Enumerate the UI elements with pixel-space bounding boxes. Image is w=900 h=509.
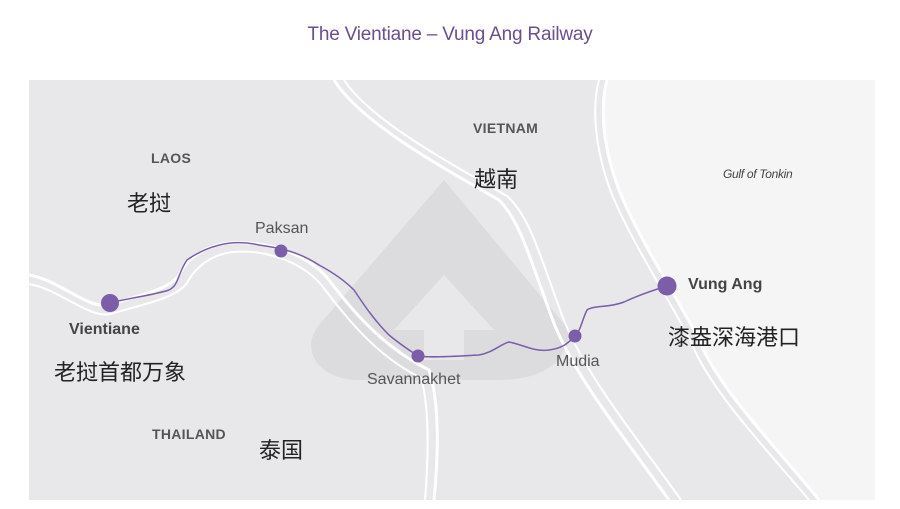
- station-vientiane-cn-label: 老挝首都万象: [54, 361, 187, 386]
- map-canvas: [29, 80, 875, 500]
- station-vung-ang-cn-label: 漆盎深海港口: [668, 326, 801, 351]
- station-vung-ang-marker: [657, 276, 677, 296]
- country-laos: LAOS: [151, 150, 192, 166]
- station-paksan-marker: [274, 244, 288, 258]
- station-mudia-label: Mudia: [556, 353, 600, 370]
- station-savannakhet-label: Savannakhet: [367, 371, 461, 388]
- country-thailand: THAILAND: [152, 426, 226, 442]
- sea-label-gulf-of-tonkin: Gulf of Tonkin: [723, 167, 793, 181]
- laos-vietnam-border: [332, 80, 671, 500]
- sea-area: [603, 80, 875, 500]
- watermark-logo: [311, 180, 569, 380]
- station-mudia-marker: [568, 329, 582, 343]
- map-title: The Vientiane – Vung Ang Railway: [307, 24, 593, 45]
- country-laos-cn: 老挝: [127, 192, 172, 217]
- station-paksan-label: Paksan: [255, 220, 309, 237]
- station-vung-ang-label: Vung Ang: [688, 276, 763, 293]
- station-vientiane-label: Vientiane: [69, 321, 140, 338]
- station-savannakhet-marker: [411, 349, 425, 363]
- country-vietnam: VIETNAM: [473, 120, 539, 136]
- country-thailand-cn: 泰国: [259, 439, 304, 464]
- station-vientiane-marker: [101, 294, 119, 312]
- railway-map: LAOS 老挝 VIETNAM 越南 THAILAND 泰国 Gulf of T…: [29, 80, 875, 500]
- country-vietnam-cn: 越南: [474, 168, 519, 193]
